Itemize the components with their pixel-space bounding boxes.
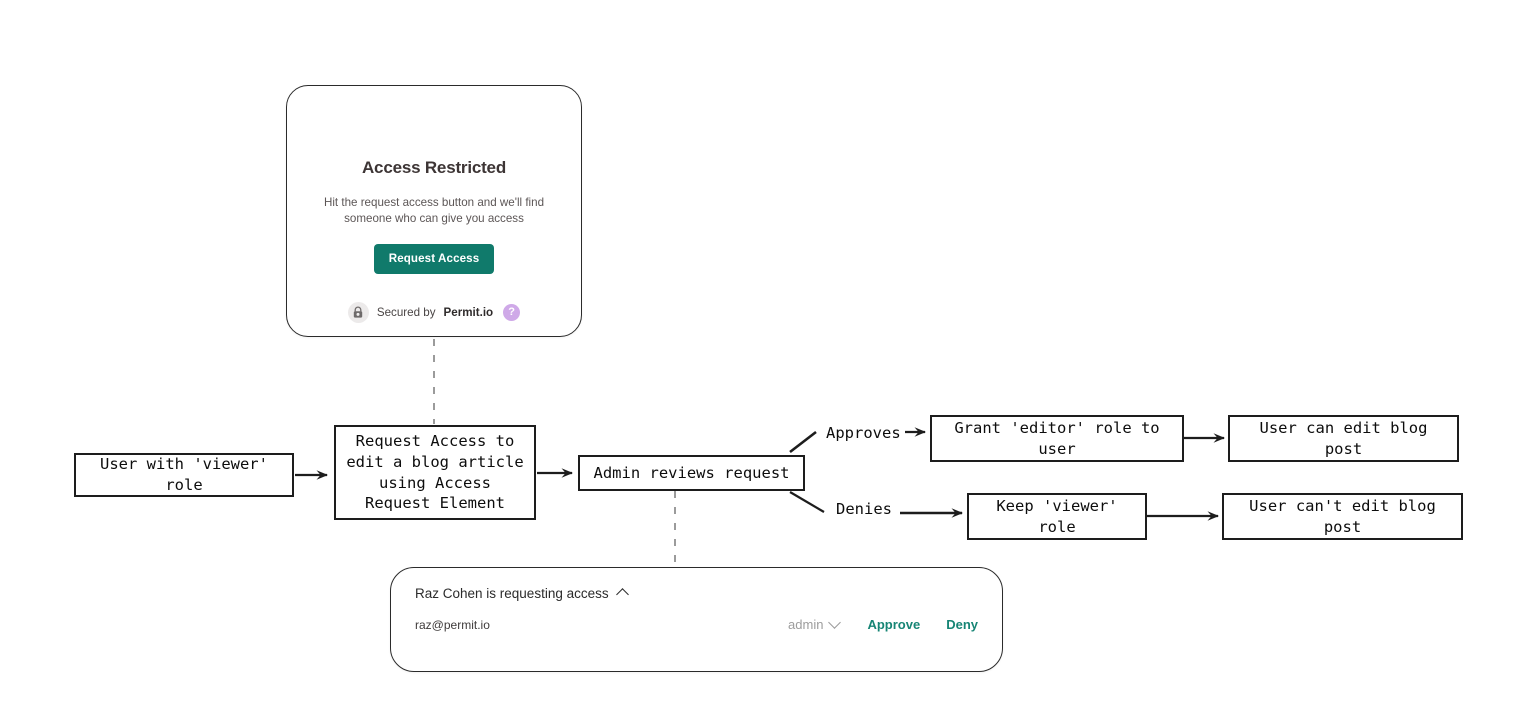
approval-title-row: Raz Cohen is requesting access <box>415 586 978 601</box>
access-card-subtitle: Hit the request access button and we'll … <box>323 196 545 226</box>
node-grant-editor[interactable]: Grant 'editor' role to user <box>930 415 1184 462</box>
role-select-value: admin <box>788 617 824 632</box>
access-card-title: Access Restricted <box>361 158 506 177</box>
secured-by-footer: Secured by Permit.io ? <box>347 301 521 323</box>
approval-request-card: Raz Cohen is requesting access raz@permi… <box>390 567 1003 672</box>
node-user-can-edit[interactable]: User can edit blog post <box>1228 415 1459 462</box>
access-restricted-card: Access Restricted Hit the request access… <box>286 85 582 337</box>
approval-actions: admin Approve Deny <box>788 617 978 632</box>
edge-admin-to-denies <box>789 491 825 513</box>
requester-email: raz@permit.io <box>415 617 490 632</box>
node-viewer-user[interactable]: User with 'viewer' role <box>74 453 294 497</box>
deny-button[interactable]: Deny <box>946 617 978 632</box>
help-icon[interactable]: ? <box>503 303 521 321</box>
role-select[interactable]: admin <box>788 617 841 632</box>
approval-title: Raz Cohen is requesting access <box>415 586 609 601</box>
secured-by-text: Secured by <box>376 305 436 319</box>
node-admin-review[interactable]: Admin reviews request <box>578 455 805 491</box>
approve-button[interactable]: Approve <box>867 617 921 632</box>
node-request-access[interactable]: Request Access to edit a blog article us… <box>334 425 536 520</box>
node-keep-viewer[interactable]: Keep 'viewer' role <box>967 493 1147 540</box>
node-user-cannot-edit[interactable]: User can't edit blog post <box>1222 493 1463 540</box>
chevron-up-icon[interactable] <box>618 588 629 599</box>
approval-body-row: raz@permit.io admin Approve Deny <box>415 617 978 632</box>
edge-label-denies: Denies <box>836 500 892 518</box>
edge-admin-to-approves <box>789 430 817 454</box>
request-access-button[interactable]: Request Access <box>373 243 495 274</box>
edge-label-approves: Approves <box>826 424 901 442</box>
chevron-down-icon <box>830 619 841 630</box>
permit-brand: Permit.io <box>443 305 494 319</box>
lock-icon <box>347 301 369 323</box>
